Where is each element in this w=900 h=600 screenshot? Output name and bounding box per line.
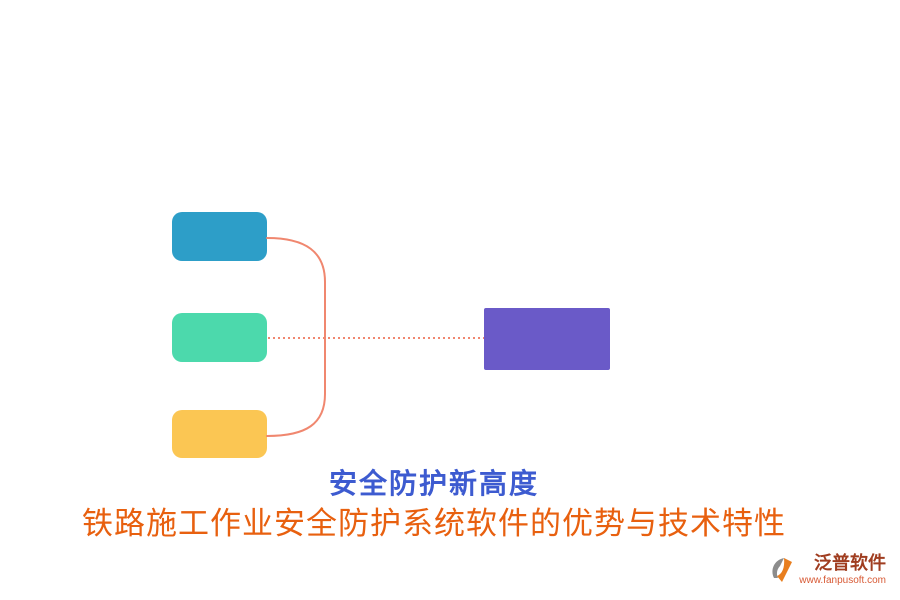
brand-text-block: 泛普软件 www.fanpusoft.com <box>799 553 886 588</box>
brand-footer: 泛普软件 www.fanpusoft.com <box>770 553 886 588</box>
subheading-text: 铁路施工作业安全防护系统软件的优势与技术特性 <box>82 506 786 541</box>
feature-box-3 <box>172 410 267 458</box>
bracket-connector <box>266 237 326 437</box>
heading-text: 安全防护新高度 <box>328 469 539 500</box>
brand-website: www.fanpusoft.com <box>799 575 886 586</box>
fanpu-logo-icon <box>772 558 793 583</box>
brand-name: 泛普软件 <box>814 553 886 574</box>
feature-box-2 <box>172 313 267 362</box>
feature-box-1 <box>172 212 267 261</box>
target-box <box>484 308 610 370</box>
